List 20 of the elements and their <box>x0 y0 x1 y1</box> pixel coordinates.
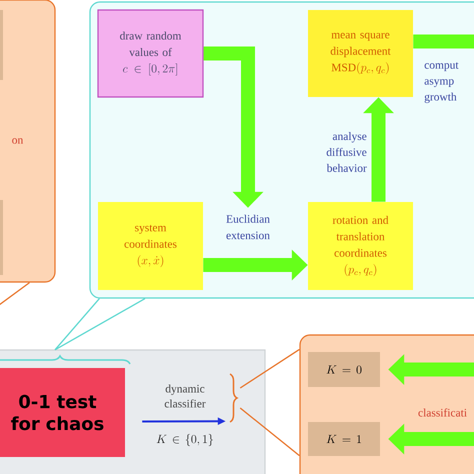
process-box: mean square displacement $\mathrm{MSD}(p_c,q_c)$ <box>308 10 413 97</box>
classifier-label: dynamic classifier <box>164 384 206 408</box>
connector-bar <box>413 34 474 48</box>
edge-label: comput asymp growth <box>424 62 458 103</box>
panel: on <box>0 0 56 283</box>
test-box: 0-1 test for chaos <box>0 368 125 457</box>
leader-line <box>240 408 300 456</box>
leader-line <box>54 298 100 350</box>
result-box: $K=0$ <box>308 352 380 387</box>
brace <box>0 355 131 364</box>
result-box: $K=1$ <box>308 422 380 456</box>
process-box: system coordinates $(x,\dot{x})$ <box>98 202 203 290</box>
edge-label: $K \in \{0,1\}$ <box>156 434 213 446</box>
process-box: draw random values of $c \in [0,2\pi]$ <box>97 9 204 98</box>
brace <box>230 373 238 423</box>
step-label: Euclidian extension <box>226 214 270 240</box>
leader-line <box>54 298 146 350</box>
process-box: rotation and translation coordinates $(p_c,q_c)$ <box>308 202 413 290</box>
leader-line <box>240 348 300 389</box>
edge-label: analyse diffusive behavior <box>326 132 367 172</box>
